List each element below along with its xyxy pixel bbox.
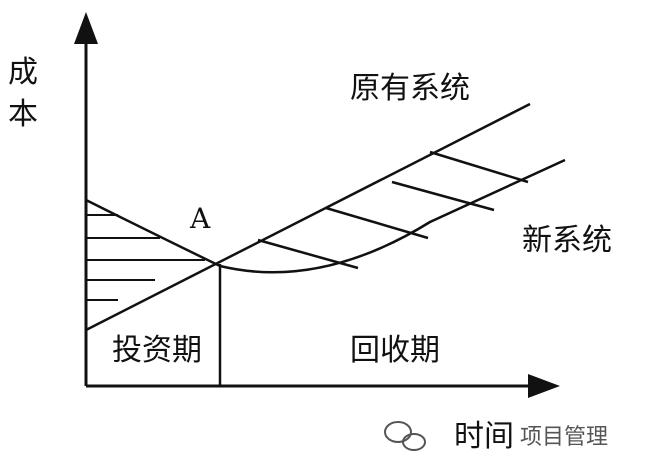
y-axis-arrow [74,12,98,44]
x-axis-arrow [528,374,560,398]
investment-hatching [86,214,205,301]
new-system-curve [85,158,566,274]
watermark-text: 项目管理 [520,425,608,450]
point-a-label: A [189,202,211,235]
payback-period-label: 回收期 [350,333,440,368]
new-system-label: 新系统 [522,223,612,258]
x-axis-label: 时间 [454,419,514,454]
y-axis-label-line1: 成 [8,55,38,90]
original-system-line [85,102,531,332]
payback-hatching [257,150,529,270]
original-system-label: 原有系统 [350,71,470,106]
wechat-icon [384,421,426,451]
y-axis-label-line2: 本 [8,97,38,132]
investment-period-label: 投资期 [112,333,202,368]
